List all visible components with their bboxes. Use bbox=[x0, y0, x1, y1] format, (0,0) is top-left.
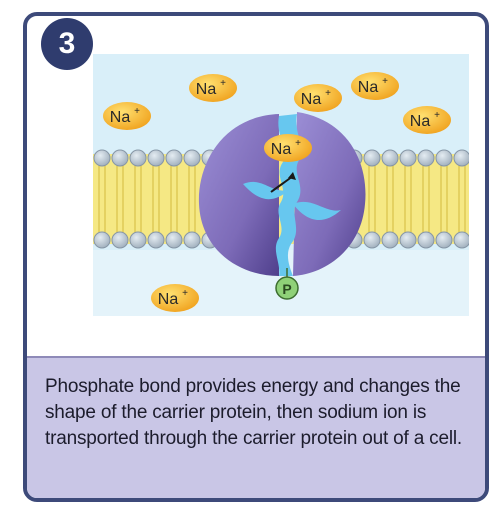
svg-text:+: + bbox=[134, 106, 140, 117]
svg-text:+: + bbox=[295, 138, 301, 149]
sodium-ion-3: Na + bbox=[294, 84, 342, 112]
sodium-ion-6-in-channel: Na + bbox=[264, 134, 312, 162]
svg-text:Na: Na bbox=[158, 291, 179, 308]
svg-text:+: + bbox=[220, 78, 226, 89]
svg-text:Na: Na bbox=[301, 91, 322, 108]
svg-text:+: + bbox=[325, 88, 331, 99]
caption-text: Phosphate bond provides energy and chang… bbox=[45, 376, 462, 449]
membrane-heads-bottom bbox=[93, 231, 469, 249]
svg-text:+: + bbox=[382, 76, 388, 87]
membrane-heads-top bbox=[93, 149, 469, 167]
svg-text:+: + bbox=[182, 288, 188, 299]
sodium-ion-1: Na + bbox=[189, 74, 237, 102]
sodium-transport-diagram: Na + Na + Na + Na + Na + Na + bbox=[93, 54, 469, 316]
sodium-ion-4: Na + bbox=[351, 72, 399, 100]
sodium-ion-7-cytoplasm: Na + bbox=[151, 284, 199, 312]
svg-text:Na: Na bbox=[358, 79, 379, 96]
phosphate-group: P bbox=[275, 276, 299, 300]
svg-text:Na: Na bbox=[110, 109, 131, 126]
caption-box: Phosphate bond provides energy and chang… bbox=[27, 356, 485, 498]
svg-text:P: P bbox=[282, 281, 291, 297]
sodium-ion-5: Na + bbox=[403, 106, 451, 134]
svg-text:Na: Na bbox=[196, 81, 217, 98]
svg-text:+: + bbox=[434, 110, 440, 121]
step-number-badge: 3 bbox=[41, 18, 93, 70]
lipid-tails bbox=[98, 162, 466, 236]
svg-text:Na: Na bbox=[410, 113, 431, 130]
carrier-protein bbox=[198, 112, 366, 276]
svg-text:Na: Na bbox=[271, 141, 292, 158]
sodium-ion-2: Na + bbox=[103, 102, 151, 130]
step-card: 3 bbox=[23, 12, 489, 502]
